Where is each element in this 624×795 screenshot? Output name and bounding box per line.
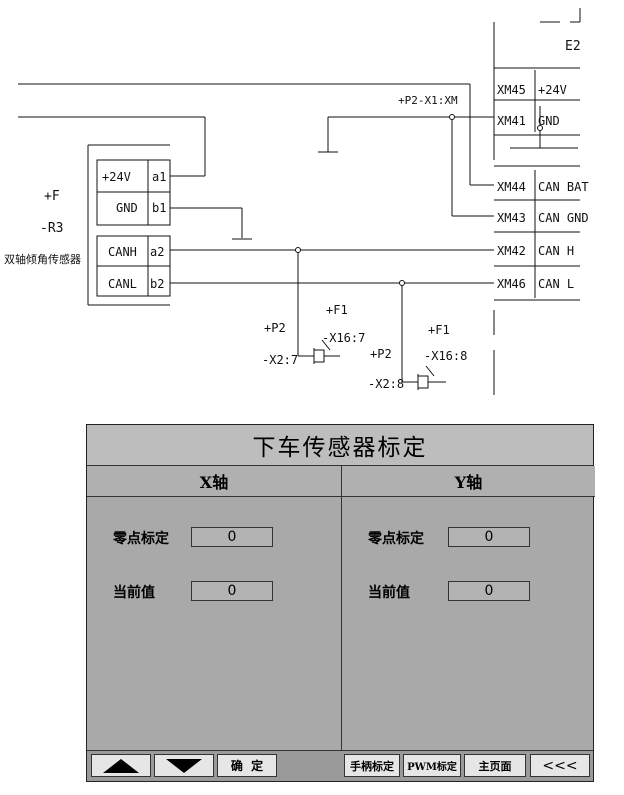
- left-pin: a2: [150, 245, 164, 259]
- right-term: XM46: [497, 277, 526, 291]
- back-button[interactable]: <<<: [530, 754, 590, 777]
- up-arrow-button[interactable]: [91, 754, 151, 777]
- connector-plug-pin: -X2:7: [262, 353, 298, 367]
- connector-socket-pin: -X16:7: [322, 331, 365, 345]
- module-right-name: E2: [565, 39, 581, 54]
- x-current-value: 0: [191, 581, 273, 601]
- x-zero-label: 零点标定: [113, 531, 169, 547]
- left-signal: CANL: [108, 277, 137, 291]
- y-current-label: 当前值: [368, 585, 410, 601]
- connector-symbol: [298, 339, 340, 364]
- module-left-outline: [87, 144, 170, 306]
- y-zero-label: 零点标定: [368, 531, 424, 547]
- panel-divider: [341, 496, 342, 753]
- right-signal: CAN L: [538, 277, 574, 291]
- connector-plug: +P2: [370, 347, 392, 361]
- home-button[interactable]: 主页面: [464, 754, 526, 777]
- connector-socket-pin: -X16:8: [424, 349, 467, 363]
- left-pin: b1: [152, 201, 166, 215]
- connector-symbol: [402, 365, 446, 390]
- connector-socket: +F1: [428, 323, 450, 337]
- right-signal: CAN BAT: [538, 180, 589, 194]
- connector-plug: +P2: [264, 321, 286, 335]
- calibration-screen: 下车传感器标定 X轴 Y轴 零点标定 0 当前值 0 零点标定 0 当前值 0 …: [86, 424, 595, 782]
- module-left-name: 双轴倾角传感器: [4, 252, 81, 266]
- right-signal: +24V: [538, 83, 567, 97]
- wire-label: +P2-X1:XM: [398, 94, 458, 107]
- left-pin: b2: [150, 277, 164, 291]
- connector-socket: +F1: [326, 303, 348, 317]
- right-term: XM44: [497, 180, 526, 194]
- connector-plug-pin: -X2:8: [368, 377, 404, 391]
- right-signal: GND: [538, 114, 560, 128]
- y-current-value: 0: [448, 581, 530, 601]
- handle-calibration-button[interactable]: 手柄标定: [344, 754, 400, 777]
- left-signal: +24V: [102, 170, 131, 184]
- confirm-button[interactable]: 确 定: [217, 754, 277, 777]
- right-term: XM41: [497, 114, 526, 128]
- y-axis-header: Y轴: [342, 466, 595, 497]
- right-term: XM43: [497, 211, 526, 225]
- wiring-schematic: E2 +P2-X1:XM XM45 +24V XM41 GND XM44 CAN…: [4, 8, 589, 395]
- right-term: XM42: [497, 244, 526, 258]
- button-bar: 确 定 手柄标定 PWM标定 主页面 <<<: [87, 750, 593, 781]
- left-signal: GND: [116, 201, 138, 215]
- junction-dot: [399, 280, 405, 286]
- x-current-label: 当前值: [113, 585, 155, 601]
- pwm-calibration-button[interactable]: PWM标定: [403, 754, 461, 777]
- junction-dot: [295, 247, 301, 253]
- module-left-line1: +F: [44, 189, 60, 204]
- triangle-down-icon: [166, 758, 202, 773]
- right-signal: CAN GND: [538, 211, 589, 225]
- module-left-line2: -R3: [40, 221, 63, 236]
- left-signal: CANH: [108, 245, 137, 259]
- junction-dot: [449, 114, 455, 120]
- left-pin: a1: [152, 170, 166, 184]
- down-arrow-button[interactable]: [154, 754, 214, 777]
- x-axis-header: X轴: [87, 466, 342, 497]
- triangle-up-icon: [103, 758, 139, 773]
- screen-title: 下车传感器标定: [87, 425, 593, 466]
- y-zero-value[interactable]: 0: [448, 527, 530, 547]
- junction-dot: [537, 125, 543, 131]
- right-signal: CAN H: [538, 244, 574, 258]
- x-zero-value[interactable]: 0: [191, 527, 273, 547]
- right-term: XM45: [497, 83, 526, 97]
